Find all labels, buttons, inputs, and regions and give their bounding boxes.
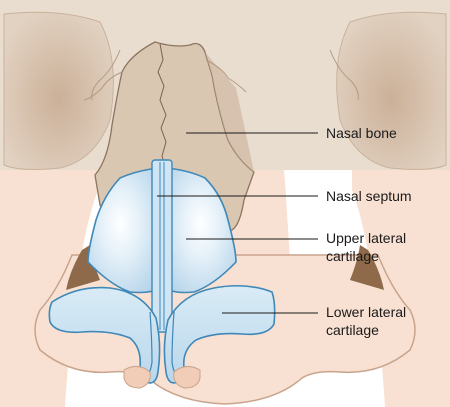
nasal-septum (151, 159, 173, 333)
nasal-bone-right-shade (205, 52, 254, 172)
ala-shadow-right (350, 245, 384, 290)
label-nasal-septum: Nasal septum (326, 188, 412, 204)
internasal-suture (157, 43, 167, 171)
label-upper-lateral-line2: cartilage (326, 248, 379, 264)
label-upper-lateral-line1: Upper lateral (326, 230, 406, 246)
upper-lateral-cartilage-left (87, 167, 161, 294)
label-lower-lateral-line1: Lower lateral (326, 304, 406, 320)
label-nasal-bone: Nasal bone (326, 125, 397, 141)
suture-right (329, 49, 359, 101)
label-lower-lateral-line2: cartilage (326, 322, 379, 338)
bone-crack-right (205, 59, 247, 93)
orbit-left (3, 11, 114, 170)
suture-left (91, 49, 121, 101)
bone-crack-left (83, 71, 123, 101)
nostril-left (123, 366, 151, 389)
nostril-right (173, 366, 201, 389)
orbit-right (336, 11, 447, 170)
upper-lateral-cartilage-right (165, 167, 237, 294)
